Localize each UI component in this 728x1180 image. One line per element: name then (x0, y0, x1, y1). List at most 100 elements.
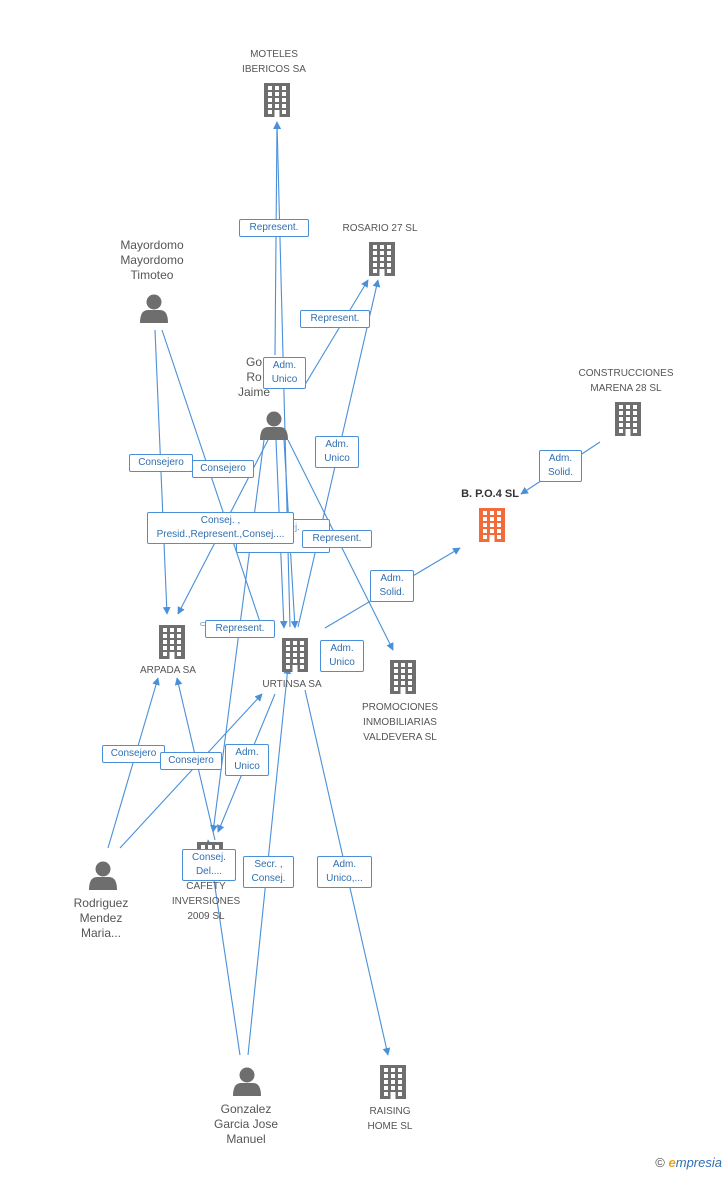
building-window (401, 663, 405, 667)
node-label-rosario[interactable]: ROSARIO 27 SL (320, 221, 440, 236)
building-window (497, 535, 501, 539)
brand-name: mpresia (675, 1155, 722, 1170)
building-window (293, 659, 297, 663)
building-window (626, 405, 630, 409)
node-label-promociones[interactable]: PROMOCIONES INMOBILIARIAS VALDEVERA SL (340, 700, 460, 745)
edge-tag-adm-unico-urtinsa[interactable]: Adm. Unico (320, 640, 364, 672)
building-icon[interactable] (390, 660, 416, 694)
empresia-logo: © empresia (655, 1155, 722, 1170)
edge-tag-text: Adm. (235, 747, 259, 758)
node-label-bpo4[interactable]: B. P.O.4 SL (440, 487, 540, 502)
building-icon[interactable] (282, 638, 308, 672)
building-icon[interactable] (264, 83, 290, 117)
building-window (384, 1074, 388, 1078)
person-head (95, 861, 111, 877)
building-window (268, 104, 272, 108)
building-window (398, 1080, 402, 1084)
edge-tag-adm-solid-bpo[interactable]: Adm. Solid. (539, 450, 582, 482)
node-label-moteles[interactable]: MOTELES IBERICOS SA (224, 47, 324, 77)
building-door (390, 1092, 396, 1099)
building-window (394, 669, 398, 673)
building-window (177, 652, 181, 656)
edge-tag-adm-unico-rosario[interactable]: Adm. Unico (315, 436, 359, 468)
edge-tag-text: Consejero (168, 755, 214, 766)
edge-tag-consejero-rodriguez-2[interactable]: Consejero (160, 752, 222, 770)
node-label-urtinsa[interactable]: URTINSA SA (242, 677, 342, 692)
node-label-line: Go (245, 355, 262, 369)
edge-tag-adm-unico-cafety[interactable]: Adm. Unico (225, 744, 269, 776)
building-window (380, 257, 384, 261)
edge-tag-text: Unico (271, 374, 298, 385)
building-door (625, 429, 631, 436)
node-label-line: INMOBILIARIAS (363, 717, 437, 728)
building-window (384, 1086, 388, 1090)
edge-tag-text: Adm. (330, 643, 354, 654)
person-icon[interactable] (233, 1067, 261, 1097)
building-window (391, 1074, 395, 1078)
edge-tag-text: Unico (329, 657, 355, 668)
building-window (398, 1092, 402, 1096)
building-window (490, 529, 494, 533)
building-icon[interactable] (479, 508, 505, 542)
node-label-line: Jaime (237, 385, 270, 399)
edge-tag-consej-del[interactable]: Consej. Del.... (182, 849, 236, 881)
building-icon[interactable] (159, 625, 185, 659)
building-window (384, 1080, 388, 1084)
edge-tag-text: Presid.,Represent.,Consej.... (156, 529, 285, 540)
node-label-raising[interactable]: RAISING HOME SL (340, 1104, 440, 1134)
building-window (201, 845, 205, 849)
building-window (177, 628, 181, 632)
edge-tag-consejero-mayordomo-2[interactable]: Consejero (192, 460, 254, 478)
node-label-line: MOTELES (250, 49, 298, 60)
building-icon[interactable] (380, 1065, 406, 1099)
building-window (268, 110, 272, 114)
edge-tag-consejero-mayordomo-1[interactable]: Consejero (129, 454, 193, 472)
node-label-cafety[interactable]: CAFETY INVERSIONES 2009 SL (156, 879, 256, 924)
edge-tag-represent-urtinsa[interactable]: Represent. (205, 620, 275, 638)
node-label-mayordomo[interactable]: Mayordomo Mayordomo Timoteo (102, 238, 202, 283)
edge-tag-text: Represent. (249, 222, 299, 233)
building-window (380, 263, 384, 267)
person-icon[interactable] (140, 294, 168, 324)
node-label-line: Manuel (226, 1132, 266, 1146)
building-window (275, 104, 279, 108)
node-label-line: HOME SL (367, 1121, 413, 1132)
node-label-arpada[interactable]: ARPADA SA (118, 663, 218, 678)
person-head (239, 1067, 255, 1083)
building-icon[interactable] (615, 402, 641, 436)
relationship-edge (154, 329, 171, 615)
edge-tag-represent-rosario[interactable]: Represent. (300, 310, 370, 328)
node-label-line: Ro (246, 370, 262, 384)
edge-tag-adm-unico-jaime[interactable]: Adm. Unico (263, 357, 306, 389)
edge-tag-consej-presid[interactable]: Consej. , Presid.,Represent.,Consej.... (147, 512, 294, 544)
building-window (398, 1068, 402, 1072)
edge-tag-adm-unico-raising[interactable]: Adm. Unico,... (317, 856, 372, 888)
building-window (391, 1068, 395, 1072)
node-label-gonzalez-garcia[interactable]: Gonzalez Garcia Jose Manuel (196, 1102, 296, 1147)
edge-tag-represent-mid[interactable]: Represent. (302, 530, 372, 548)
edge-tag-represent-moteles[interactable]: Represent. (239, 219, 309, 237)
building-window (497, 529, 501, 533)
person-icon[interactable] (260, 411, 288, 441)
building-window (300, 665, 304, 669)
building-window (300, 647, 304, 651)
edge-tag-adm-solid-urtinsa[interactable]: Adm. Solid. (370, 570, 414, 602)
building-window (282, 110, 286, 114)
building-window (163, 628, 167, 632)
person-icon[interactable] (89, 861, 117, 891)
building-window (408, 687, 412, 691)
building-window (208, 845, 212, 849)
node-label-construcciones[interactable]: CONSTRUCCIONES MARENA 28 SL (566, 366, 686, 396)
node-label-line: Mayordomo (120, 253, 184, 267)
node-label-rodriguez[interactable]: Rodriguez Mendez Maria... (56, 896, 146, 941)
building-window (387, 251, 391, 255)
edge-tag-secr-consej[interactable]: Secr. , Consej. (243, 856, 294, 888)
edge-tag-consejero-rodriguez-1[interactable]: Consejero (102, 745, 165, 763)
node-label-gonzalez-jaime[interactable]: Go Ro Jaime (224, 355, 284, 400)
building-window (394, 681, 398, 685)
building-window (293, 641, 297, 645)
building-icon[interactable] (369, 242, 395, 276)
building-window (163, 646, 167, 650)
edge-tag-text: Unico (234, 761, 260, 772)
